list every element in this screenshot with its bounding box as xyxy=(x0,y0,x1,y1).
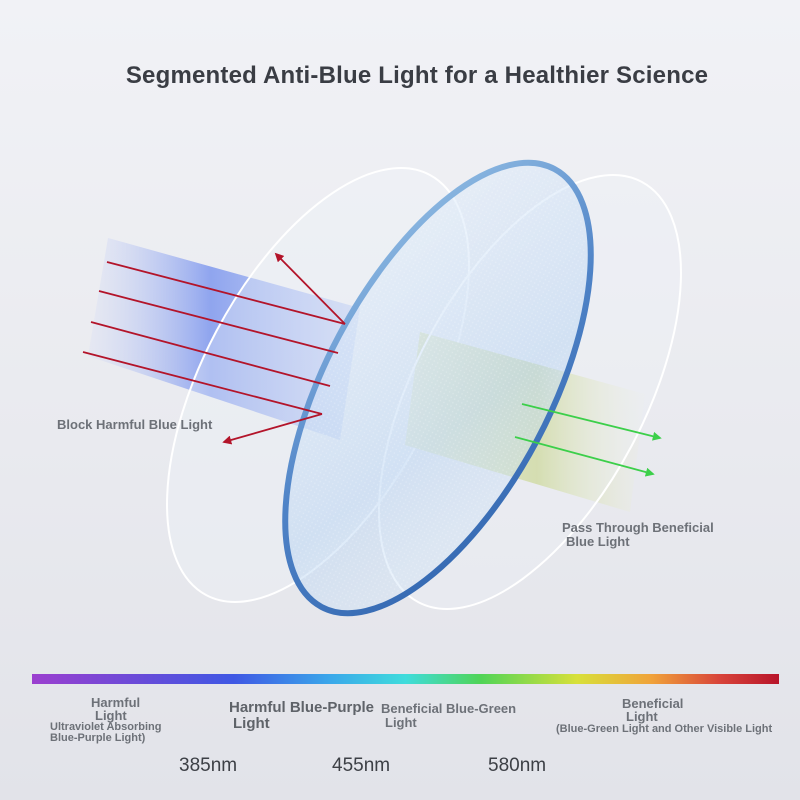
band-1-line2: Light xyxy=(95,708,127,723)
wavelength-tick-455: 455nm xyxy=(332,755,391,776)
band-4-line1: Beneficial xyxy=(622,696,684,711)
block-harmful-label: Block Harmful Blue Light xyxy=(57,417,213,432)
wavelength-tick-580: 580nm xyxy=(488,755,547,776)
band-beneficial-visible: Beneficial Light (Blue-Green Light and O… xyxy=(556,697,800,735)
incoming-ray-3 xyxy=(90,321,331,387)
blue-light-beam xyxy=(88,238,360,440)
band-1-line1: Harmful xyxy=(91,695,141,710)
pass-arrow-1 xyxy=(521,403,662,441)
band-1-sub1: Ultraviolet Absorbing xyxy=(50,721,162,733)
light-spectrum-bar xyxy=(32,674,779,684)
band-3-line2: Light xyxy=(385,715,417,730)
incoming-ray-4 xyxy=(82,351,323,415)
band-4-line2: Light xyxy=(626,709,658,724)
band-4-sub1: (Blue-Green Light and Other Visible Ligh… xyxy=(556,723,773,735)
band-1-sub2: Blue-Purple Light) xyxy=(50,732,146,744)
reflected-arrow-down xyxy=(222,413,323,445)
incoming-ray-2 xyxy=(98,290,339,354)
band-beneficial-blue-green: Beneficial Blue-Green Light xyxy=(381,702,516,730)
band-harmful-blue-purple: Harmful Blue-Purple Light xyxy=(229,700,374,732)
pass-label-line2: Blue Light xyxy=(566,534,630,549)
main-lens-texture xyxy=(290,168,586,608)
reflected-arrow-up xyxy=(274,252,346,325)
band-2-line2: Light xyxy=(233,715,270,732)
page-title: Segmented Anti-Blue Light for a Healthie… xyxy=(125,62,709,89)
incoming-ray-1 xyxy=(106,261,346,325)
band-3-line1: Beneficial Blue-Green xyxy=(381,701,517,716)
band-harmful-uv: Harmful Light Ultraviolet Absorbing Blue… xyxy=(50,695,190,744)
pass-label-line1: Pass Through Beneficial xyxy=(562,520,714,535)
pass-beneficial-label: Pass Through Beneficial Blue Light xyxy=(562,521,762,549)
wavelength-tick-385: 385nm xyxy=(179,755,238,776)
band-2-line1: Harmful Blue-Purple xyxy=(229,699,375,716)
pass-arrow-2 xyxy=(514,436,655,477)
